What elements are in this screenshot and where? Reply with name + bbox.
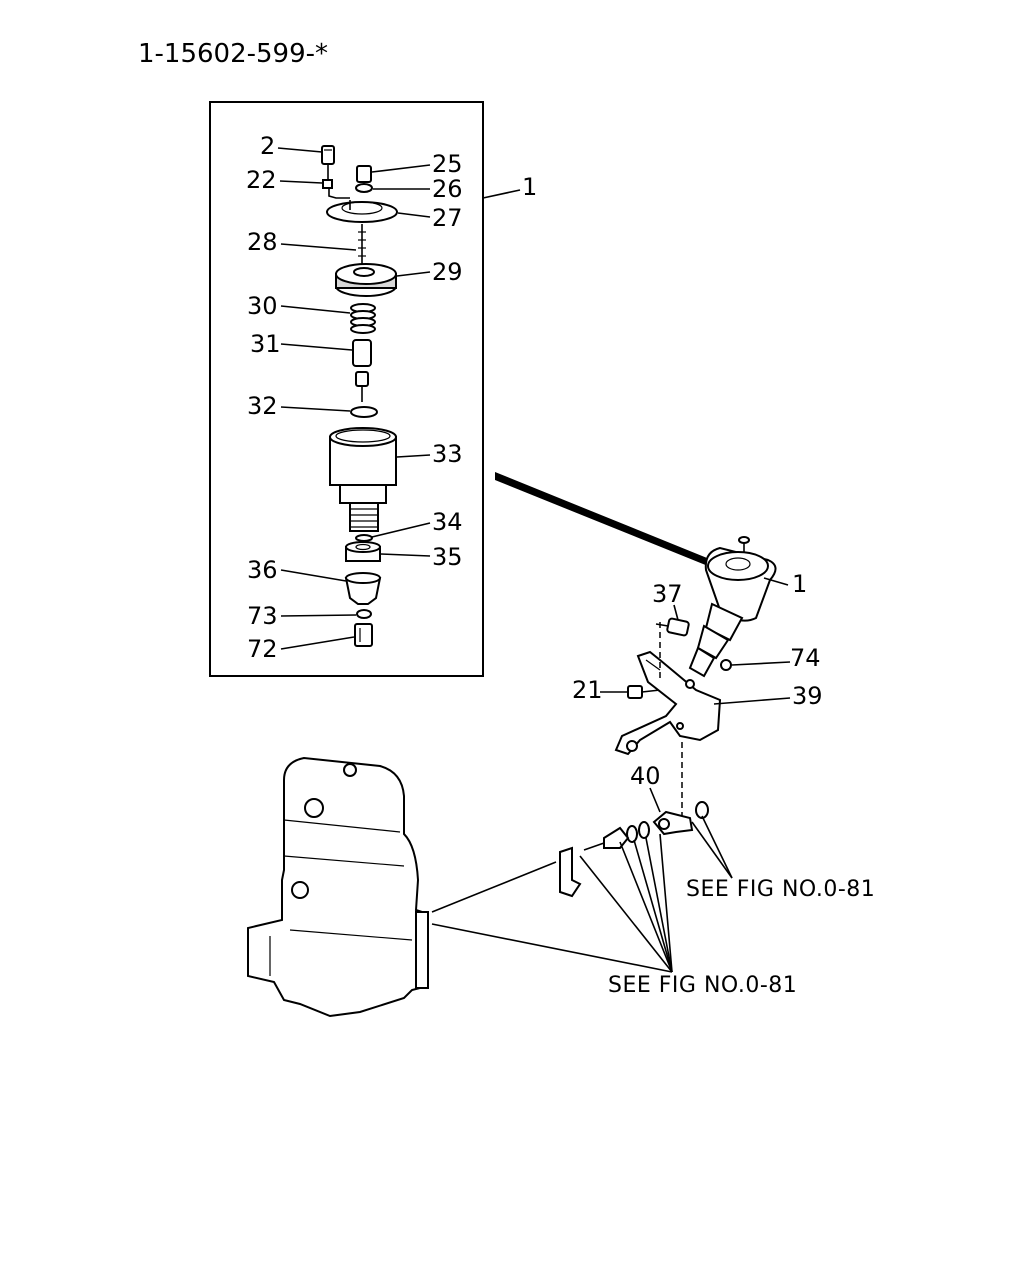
- part-74-ring: [720, 659, 732, 671]
- main-leader-lines: [431, 577, 791, 973]
- part-31-plunger: [352, 339, 372, 402]
- see-figure-reference-upper: SEE FIG NO.0-81: [686, 877, 875, 902]
- part-36-cap-nut: [344, 572, 382, 605]
- part-35-nut: [345, 541, 381, 562]
- part-1-valve-assembly: [688, 536, 777, 678]
- part-73-washer: [356, 609, 372, 619]
- callout-39: 39: [792, 682, 823, 710]
- part-25-nut: [356, 165, 372, 183]
- part-40-lever: [652, 810, 694, 836]
- callout-22: 22: [246, 166, 277, 194]
- linkage-parts: [559, 801, 709, 898]
- callout-1-inset: 1: [522, 173, 537, 201]
- callout-34: 34: [432, 508, 463, 536]
- part-22-screw: [322, 164, 350, 199]
- callout-74: 74: [790, 644, 821, 672]
- callout-32: 32: [247, 392, 278, 420]
- part-34-ring: [355, 534, 373, 542]
- callout-35: 35: [432, 543, 463, 571]
- callout-2: 2: [260, 132, 275, 160]
- callout-33: 33: [432, 440, 463, 468]
- inset-leader-lines: [277, 147, 521, 650]
- callout-36: 36: [247, 556, 278, 584]
- part-30-spring: [350, 303, 376, 334]
- callout-27: 27: [432, 204, 463, 232]
- part-72-fitting: [354, 623, 373, 647]
- callout-37: 37: [652, 580, 683, 608]
- callout-25: 25: [432, 150, 463, 178]
- part-26-washer: [355, 183, 373, 193]
- callout-73: 73: [247, 602, 278, 630]
- part-33-housing: [329, 427, 397, 532]
- part-39-bracket: [614, 650, 722, 756]
- part-28-bolt: [358, 224, 366, 264]
- part-number-label: 1-15602-599-*: [138, 39, 328, 69]
- callout-29: 29: [432, 258, 463, 286]
- part-32-o-ring: [350, 406, 378, 418]
- callout-40: 40: [630, 762, 661, 790]
- callout-26: 26: [432, 175, 463, 203]
- see-figure-reference-lower: SEE FIG NO.0-81: [608, 973, 797, 998]
- callout-31: 31: [250, 330, 281, 358]
- part-37-bolt: [655, 617, 690, 637]
- part-29-gear: [335, 263, 397, 297]
- part-27-plate: [326, 200, 398, 223]
- callout-21: 21: [572, 676, 603, 704]
- part-2-cap: [321, 145, 335, 165]
- inset-pointer-wedge: [495, 472, 712, 566]
- callout-72: 72: [247, 635, 278, 663]
- exploded-view-frame: [209, 101, 484, 677]
- injection-pump-housing: [247, 756, 429, 1018]
- callout-28: 28: [247, 228, 278, 256]
- callout-30: 30: [247, 292, 278, 320]
- callout-1-main: 1: [792, 570, 807, 598]
